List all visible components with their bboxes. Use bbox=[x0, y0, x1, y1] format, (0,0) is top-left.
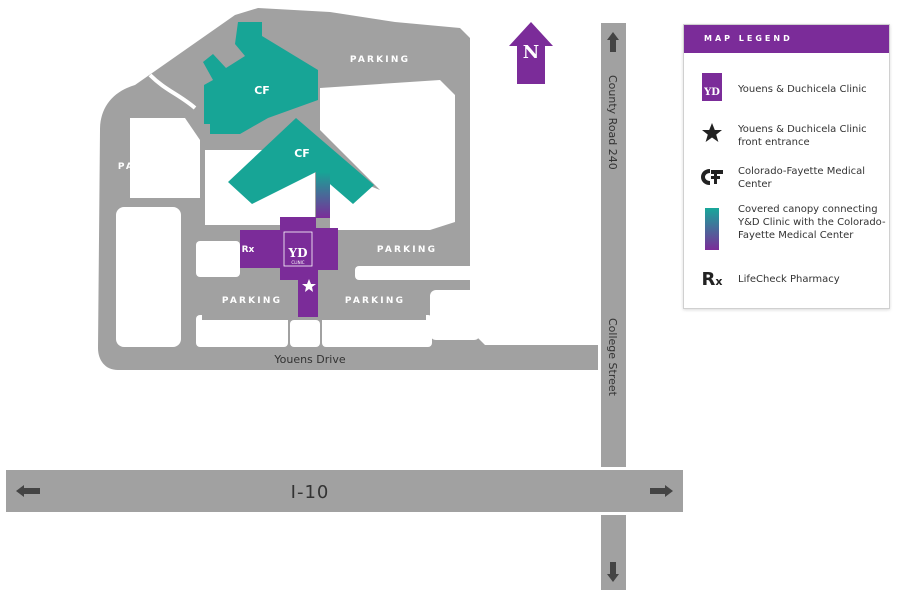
legend-title: MAP LEGEND bbox=[684, 25, 889, 53]
parking-south-left-label: PARKING bbox=[222, 296, 282, 306]
legend-label: Youens & Duchicela Clinic front entrance bbox=[738, 124, 867, 148]
legend-label: Youens & Duchicela Clinic bbox=[738, 84, 867, 95]
yd-clinic-icon: YD bbox=[698, 71, 726, 103]
arrow-left-icon bbox=[16, 485, 40, 497]
legend-label: Colorado-Fayette Medical Center bbox=[738, 166, 866, 190]
county-road-label: County Road 240 bbox=[606, 75, 619, 170]
service-road bbox=[148, 73, 197, 110]
parking-band-east bbox=[338, 233, 458, 265]
arrow-down-icon bbox=[607, 562, 619, 582]
covered-canopy bbox=[316, 172, 330, 218]
lot-hole-se bbox=[430, 290, 480, 340]
legend-label: LifeCheck Pharmacy bbox=[738, 274, 840, 285]
north-arrow-icon: N bbox=[509, 22, 553, 84]
lot-hole-west bbox=[130, 118, 200, 198]
star-icon bbox=[698, 117, 726, 149]
cf-north-label: CF bbox=[254, 84, 270, 97]
cf-icon bbox=[698, 161, 726, 193]
parking-east-label: PARKING bbox=[377, 245, 437, 255]
cf-south-label: CF bbox=[294, 147, 310, 160]
youens-drive-label: Youens Drive bbox=[273, 353, 345, 366]
yd-clinic-building: YD CLINIC Rx bbox=[240, 217, 338, 317]
arrow-up-icon bbox=[607, 32, 619, 52]
parking-north-label: PARKING bbox=[350, 55, 410, 65]
i10-label: I-10 bbox=[291, 482, 330, 503]
lot-hole-sw bbox=[116, 207, 181, 347]
rx-building-label: Rx bbox=[242, 245, 255, 255]
lot-hole-s2 bbox=[196, 315, 288, 347]
map-legend: MAP LEGEND YD Youens & Duchicela Clinic … bbox=[683, 24, 890, 309]
i10-highway bbox=[6, 470, 683, 512]
yd-clinic-sign bbox=[283, 231, 313, 267]
cf-building-north: CF bbox=[203, 22, 318, 134]
lot-hole-s3 bbox=[322, 315, 432, 347]
county-road-240 bbox=[601, 23, 626, 467]
canopy-gradient-icon bbox=[698, 207, 726, 251]
arrow-right-icon bbox=[650, 485, 673, 497]
parking-west-label: PARKING bbox=[118, 162, 178, 172]
legend-label: Covered canopy connecting Y&D Clinic wit… bbox=[738, 204, 886, 241]
college-street-label: College Street bbox=[606, 318, 619, 397]
parking-south-right-label: PARKING bbox=[345, 296, 405, 306]
entrance-star-icon bbox=[302, 279, 316, 292]
yd-clinic-label: YD bbox=[288, 246, 308, 260]
lot-hole-e2 bbox=[290, 320, 320, 347]
rx-icon: Rx bbox=[701, 268, 723, 290]
north-label: N bbox=[523, 42, 539, 63]
cf-building-south: CF bbox=[228, 118, 374, 204]
lot-hole-s1 bbox=[196, 241, 240, 277]
yd-clinic-sublabel: CLINIC bbox=[291, 260, 304, 265]
lot-hole-e bbox=[355, 266, 480, 280]
